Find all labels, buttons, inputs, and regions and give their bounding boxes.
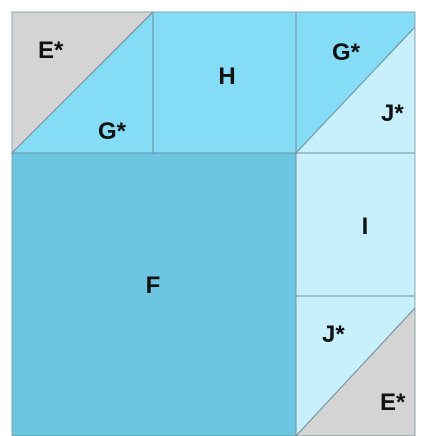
piece-f (11, 152, 297, 436)
label-j-top-right: J* (381, 100, 404, 127)
label-g-top-left: G* (98, 118, 127, 145)
label-j-bottom-right: J* (322, 321, 345, 348)
label-f: F (146, 272, 161, 299)
label-e-top-left: E* (38, 37, 64, 64)
label-g-top-right: G* (332, 39, 361, 66)
piece-h (152, 11, 297, 154)
label-h: H (218, 63, 235, 90)
piece-i (295, 152, 416, 297)
label-i: I (362, 213, 369, 240)
label-e-bottom-right: E* (380, 389, 406, 416)
